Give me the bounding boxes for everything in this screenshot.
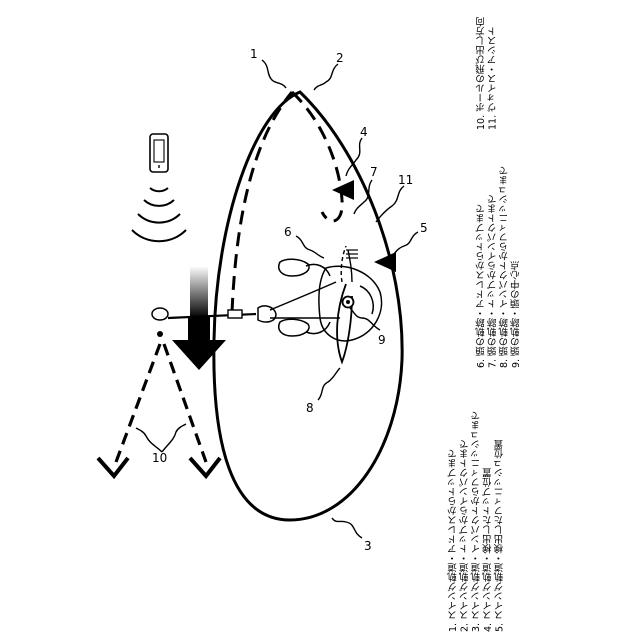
label-4: 4 [360,125,368,139]
legend-item-5: 5. スイング軌道・検出したフィニッシュ位置 [494,420,506,632]
ball-icon [157,331,163,337]
label-11: 11 [398,173,413,187]
golfer-foot-top [279,259,309,276]
legend-item-8: 8. 頭の軌跡・インパクトからフィニッシュまで [499,154,511,368]
legend-ball-voice: 10. ボールの飛び出し方向 11. ヴォイス・アシスト [476,10,499,130]
club-grip [228,310,242,318]
leader-line-11 [376,186,404,222]
golfer-foot-bottom [279,319,309,336]
head-track-address-to-top [341,246,346,282]
label-10: 10 [152,451,167,465]
ball-arrowhead-left-icon [98,458,128,476]
label-6: 6 [284,225,292,239]
leader-line-2 [314,64,338,90]
legend-item-11: 11. ヴォイス・アシスト [488,10,500,130]
label-9: 9 [378,333,386,347]
golfer-figure [258,259,382,341]
head-track-impact-to-finish [337,284,352,362]
golfer-arm-top [270,282,336,310]
leader-line-3 [332,518,362,538]
legend-head-track: 6. 頭の軌跡・アドレスからトップまで 7. 頭の軌跡・トップからインパクトまで… [476,154,522,368]
leader-line-6 [296,236,324,258]
detected-finish-marker [374,252,396,272]
swing-path-address-to-top [232,92,292,312]
head-center-dot [346,300,350,304]
head-track-top-to-impact [348,250,352,282]
legend-item-9: 9. 頭の軌跡・頭の中心点 [511,154,523,368]
legend-item-3: 3. スイング軌道・インパクトからフィニッシュまで [471,420,483,632]
legend-item-4: 4. スイング軌道・検出したトップ位置 [483,420,495,632]
legend-item-1: 1. スイング軌道・アドレスからトップまで [448,420,460,632]
leader-line-8 [318,368,340,400]
label-5: 5 [420,221,428,235]
leader-line-10a [136,428,162,452]
label-8: 8 [306,401,314,415]
big-down-arrow [172,316,226,370]
label-3: 3 [364,539,372,553]
legend-item-10: 10. ボールの飛び出し方向 [476,10,488,130]
arrow-fade-tail [190,266,208,318]
legend-item-6: 6. 頭の軌跡・アドレスからトップまで [476,154,488,368]
leader-line-9 [350,308,380,330]
label-1: 1 [250,47,258,61]
legend-item-7: 7. 頭の軌跡・トップからインパクトまで [488,154,500,368]
phone-icon [150,134,168,172]
golfer-right-shoulder [360,286,373,314]
legend-item-2: 2. スイング軌道・トップからインパクトまで [460,420,472,632]
golfer-hands [258,306,276,322]
label-7: 7 [370,165,378,179]
club-shaft [168,314,256,318]
voice-wave-icon [132,188,186,241]
label-2: 2 [336,51,344,65]
leader-line-10b [162,424,186,452]
club-head [152,308,168,320]
legend-swing-path: 1. スイング軌道・アドレスからトップまで 2. スイング軌道・トップからインパ… [448,420,506,632]
leader-line-1 [262,60,286,88]
